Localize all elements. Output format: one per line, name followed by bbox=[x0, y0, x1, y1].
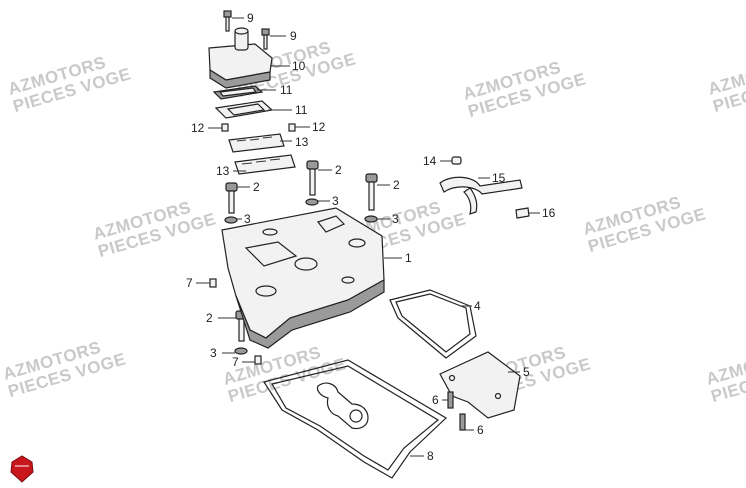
part-screw-6b bbox=[459, 413, 466, 431]
callout-15: 15 bbox=[492, 171, 506, 185]
part-clamp-14 bbox=[451, 156, 462, 165]
part-plate-13a bbox=[228, 133, 285, 153]
callout-14: 14 bbox=[423, 154, 437, 168]
callout-10: 10 bbox=[292, 59, 306, 73]
callout-2d: 2 bbox=[206, 311, 213, 325]
part-plug-12b bbox=[288, 123, 296, 132]
callout-5: 5 bbox=[523, 365, 530, 379]
callout-6b: 6 bbox=[477, 423, 484, 437]
callout-16: 16 bbox=[542, 206, 556, 220]
callout-11a: 11 bbox=[280, 83, 293, 97]
callout-3d: 3 bbox=[210, 346, 217, 360]
part-stud-2c bbox=[365, 173, 378, 211]
callout-4: 4 bbox=[474, 299, 481, 313]
part-bolt-9a bbox=[223, 10, 232, 32]
part-stud-2a bbox=[306, 160, 319, 196]
callout-13b: 13 bbox=[216, 164, 230, 178]
callout-3c: 3 bbox=[392, 212, 399, 226]
part-gasket-4 bbox=[389, 289, 477, 359]
part-washer-3a bbox=[305, 198, 319, 206]
callout-12b: 12 bbox=[312, 120, 326, 134]
part-plate-13b bbox=[234, 154, 296, 175]
callout-12a: 12 bbox=[191, 121, 205, 135]
callout-3b: 3 bbox=[244, 212, 251, 226]
part-hose-15 bbox=[439, 176, 523, 215]
callout-6a: 6 bbox=[432, 393, 439, 407]
part-breather-cover-10 bbox=[208, 27, 273, 89]
part-plug-7a bbox=[209, 278, 217, 288]
part-screw-6a bbox=[447, 391, 454, 409]
callout-3a: 3 bbox=[332, 194, 339, 208]
part-plug-7b bbox=[254, 355, 262, 365]
part-gasket-11a bbox=[212, 85, 264, 100]
part-washer-3d bbox=[234, 347, 248, 355]
leader-lines bbox=[196, 17, 540, 457]
callout-13a: 13 bbox=[295, 135, 309, 149]
part-gasket-11b bbox=[214, 100, 274, 119]
part-bolt-9b bbox=[261, 28, 270, 50]
callout-9b: 9 bbox=[290, 29, 297, 43]
callout-8: 8 bbox=[427, 449, 434, 463]
callout-7a: 7 bbox=[186, 276, 193, 290]
callout-2a: 2 bbox=[335, 163, 342, 177]
part-head-cover-1 bbox=[221, 207, 385, 349]
part-washer-3b bbox=[224, 216, 238, 224]
part-gasket-8 bbox=[263, 359, 447, 479]
part-stud-2b bbox=[225, 182, 238, 214]
callout-2c: 2 bbox=[393, 178, 400, 192]
part-washer-3c bbox=[364, 215, 378, 223]
shield-logo-icon bbox=[10, 455, 34, 483]
callout-11b: 11 bbox=[295, 103, 308, 117]
callout-2b: 2 bbox=[253, 180, 260, 194]
part-plate-5 bbox=[439, 351, 521, 419]
callout-9a: 9 bbox=[247, 11, 254, 25]
callout-labels: 9 9 10 11 11 12 12 13 13 2 2 2 3 3 3 1 1… bbox=[186, 11, 556, 463]
part-clamp-16 bbox=[515, 207, 530, 219]
callout-7b: 7 bbox=[232, 355, 239, 369]
part-plug-12a bbox=[221, 123, 229, 132]
callout-1: 1 bbox=[405, 251, 412, 265]
